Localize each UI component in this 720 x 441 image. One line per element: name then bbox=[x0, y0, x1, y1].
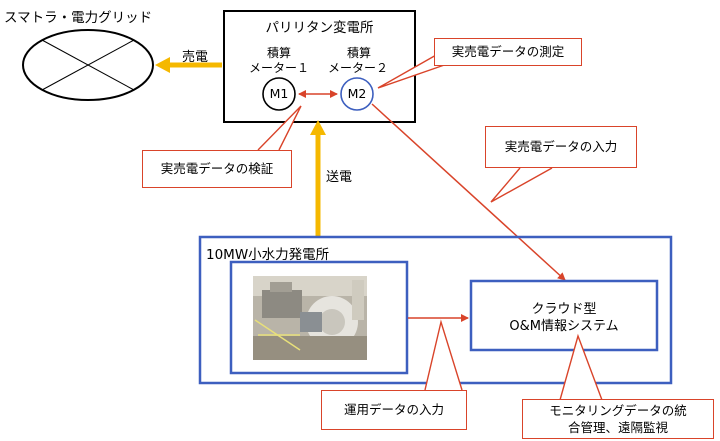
sell-arrow-head bbox=[155, 57, 170, 73]
cloud-line2: O&M情報システム bbox=[509, 319, 619, 334]
plant-photo bbox=[253, 276, 367, 360]
m2-to-cloud-line bbox=[371, 103, 566, 281]
meter1-id: M1 bbox=[269, 86, 289, 101]
meter2-id: M2 bbox=[347, 86, 367, 101]
sell-label: 売電 bbox=[182, 50, 209, 65]
callout-ops-input: 運用データの入力 bbox=[321, 390, 467, 430]
transmit-arrow-head bbox=[310, 120, 326, 135]
transmit-label: 送電 bbox=[326, 170, 353, 185]
callout-monitoring-line1: モニタリングデータの統 bbox=[549, 403, 687, 418]
substation-title: パリリタン変電所 bbox=[265, 20, 374, 36]
callout-monitoring: モニタリングデータの統 合管理、遠隔監視 bbox=[522, 399, 714, 439]
callout-measure: 実売電データの測定 bbox=[434, 38, 582, 66]
callout-monitoring-line2: 合管理、遠隔監視 bbox=[567, 419, 668, 435]
meter1-label-line2: メーター１ bbox=[248, 61, 309, 75]
meter2-label-line2: メーター２ bbox=[327, 61, 388, 75]
grid-label: スマトラ・電力グリッド bbox=[4, 10, 153, 26]
cloud-line1: クラウド型 bbox=[531, 302, 597, 317]
meter2-circle bbox=[340, 77, 374, 111]
callout-input: 実売電データの入力 bbox=[485, 126, 637, 168]
meter1-label-line1: 積算 bbox=[266, 46, 291, 60]
plant-title: 10MW小水力発電所 bbox=[206, 247, 330, 263]
meter2-label-line1: 積算 bbox=[346, 46, 371, 60]
callout-verify: 実売電データの検証 bbox=[142, 150, 292, 188]
grid-cross-line bbox=[41, 39, 135, 91]
